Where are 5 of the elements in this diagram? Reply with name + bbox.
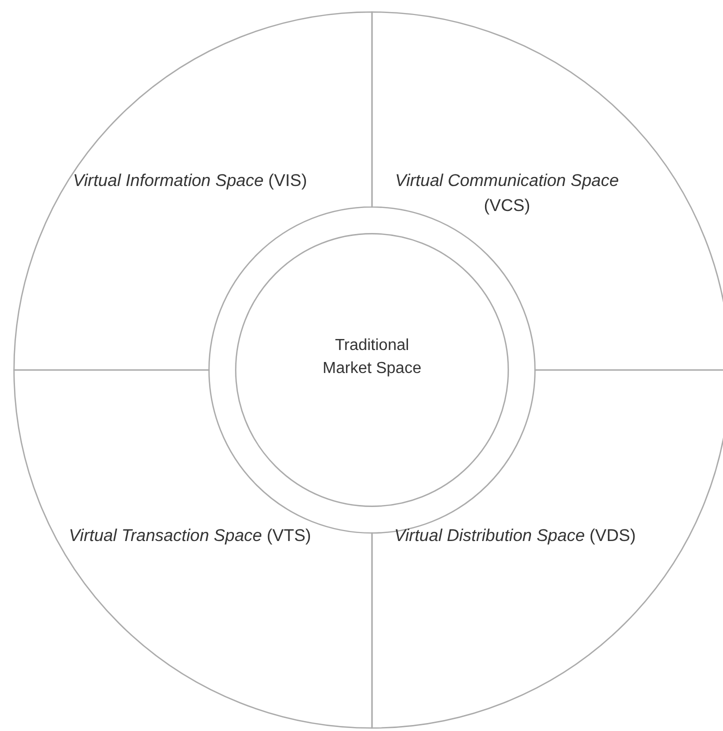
quadrant-label: Virtual Distribution Space (VDS): [393, 525, 637, 547]
center-label: Traditional Market Space: [322, 336, 422, 380]
quadrant-label: Virtual Communication Space (VCS): [394, 170, 620, 217]
quadrant-label: Virtual Transaction Space (VTS): [68, 525, 312, 547]
quadrant-label: Virtual Information Space (VIS): [72, 170, 308, 192]
